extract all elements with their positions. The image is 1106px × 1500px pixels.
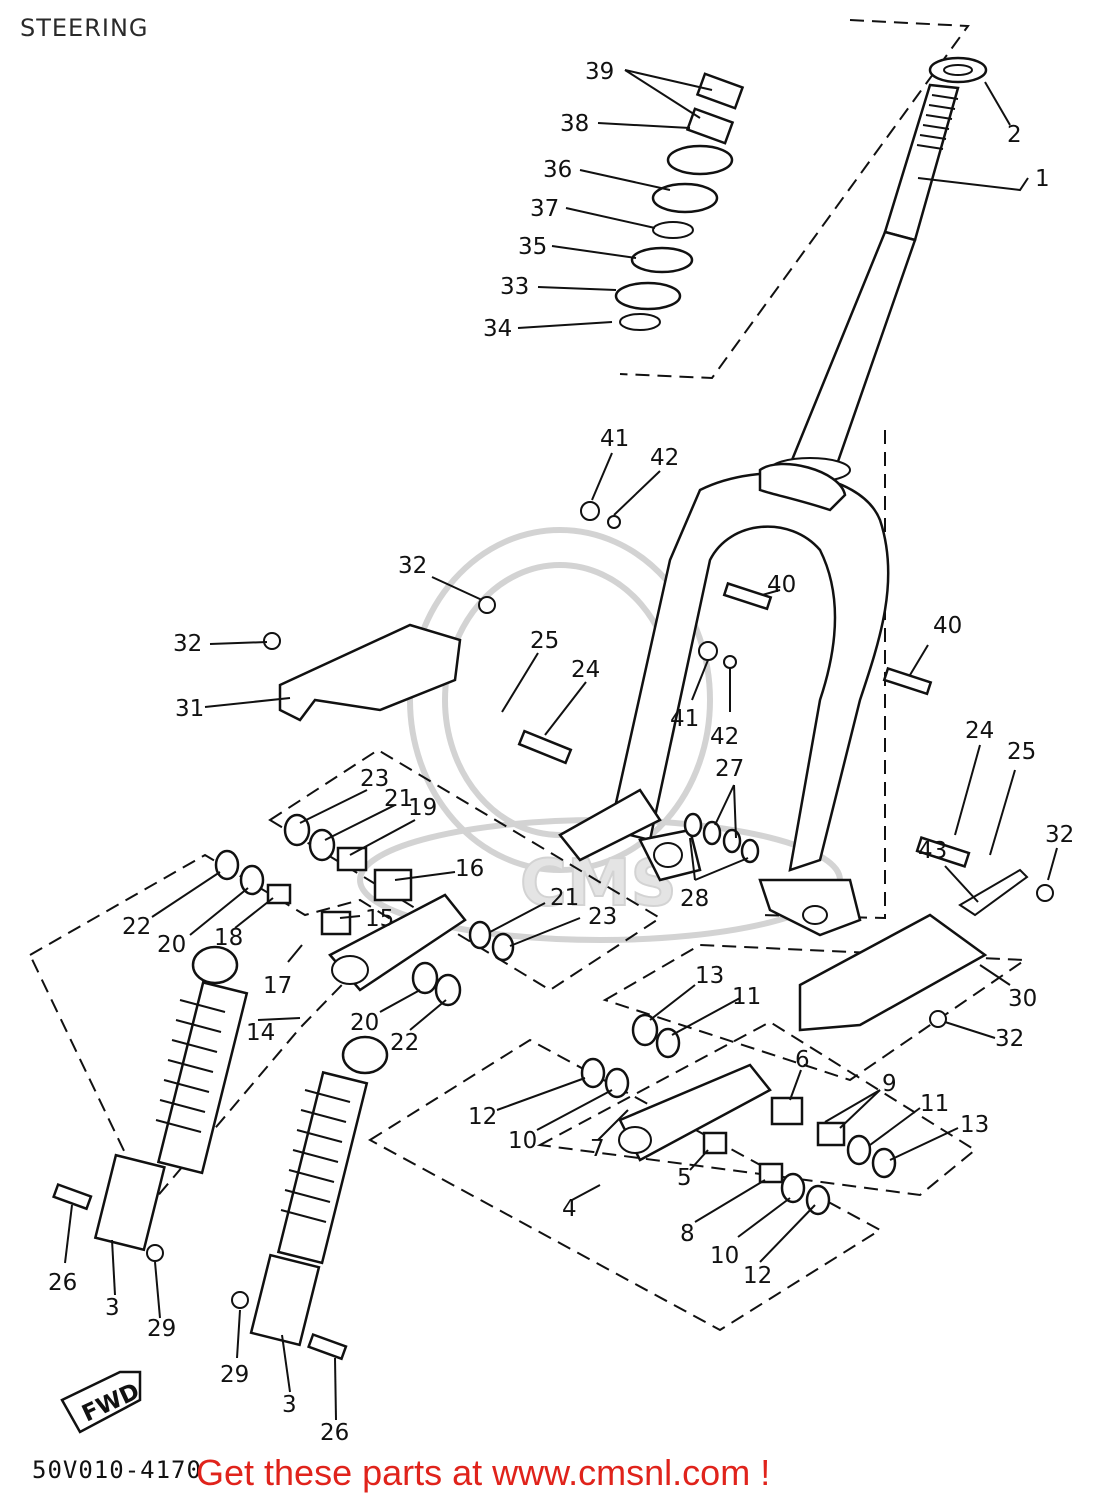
callout-41: 41 — [670, 706, 699, 732]
callout-43: 43 — [918, 838, 947, 864]
callout-20: 20 — [157, 932, 186, 958]
callout-15: 15 — [365, 906, 394, 932]
callout-24: 24 — [571, 657, 600, 683]
callout-8: 8 — [680, 1221, 695, 1247]
callout-2: 2 — [1007, 122, 1022, 148]
rear-shock-left — [93, 945, 249, 1252]
callout-7: 7 — [590, 1136, 605, 1162]
callout-23: 23 — [588, 904, 617, 930]
callout-12: 12 — [743, 1263, 772, 1289]
fwd-arrow-icon: FWD — [60, 1370, 144, 1434]
callout-36: 36 — [543, 157, 572, 183]
callout-33: 33 — [500, 274, 529, 300]
cover-brackets — [278, 623, 988, 1032]
callout-24: 24 — [965, 718, 994, 744]
leader-lines — [64, 69, 1058, 1421]
callout-40: 40 — [767, 572, 796, 598]
callout-42: 42 — [710, 724, 739, 750]
callout-29: 29 — [147, 1316, 176, 1342]
steering-column — [769, 56, 988, 483]
callout-37: 37 — [530, 196, 559, 222]
callout-10: 10 — [710, 1243, 739, 1269]
callout-34: 34 — [483, 316, 512, 342]
bolts-and-nuts — [52, 501, 1054, 1361]
callout-20: 20 — [350, 1010, 379, 1036]
diagram-code: 50V010-4170 — [32, 1456, 202, 1484]
callout-12: 12 — [468, 1104, 497, 1130]
callout-13: 13 — [695, 963, 724, 989]
steering-bearing-stack — [614, 72, 745, 331]
parts-link-banner[interactable]: Get these parts at www.cmsnl.com ! — [196, 1452, 771, 1493]
callout-28: 28 — [680, 886, 709, 912]
front-fork-frame — [608, 462, 890, 937]
callout-32: 32 — [173, 631, 202, 657]
callout-31: 31 — [175, 696, 204, 722]
callout-26: 26 — [320, 1420, 349, 1446]
callout-16: 16 — [455, 856, 484, 882]
callout-21: 21 — [384, 786, 413, 812]
link-arms — [328, 788, 772, 1162]
callout-5: 5 — [677, 1165, 692, 1191]
callout-25: 25 — [530, 628, 559, 654]
callout-9: 9 — [882, 1071, 897, 1097]
callout-39: 39 — [585, 59, 614, 85]
callout-6: 6 — [795, 1047, 810, 1073]
callout-19: 19 — [408, 795, 437, 821]
callout-10: 10 — [508, 1128, 537, 1154]
callout-14: 14 — [246, 1020, 275, 1046]
callout-3: 3 — [105, 1295, 120, 1321]
callout-1: 1 — [1035, 166, 1050, 192]
callout-32: 32 — [398, 553, 427, 579]
callout-40: 40 — [933, 613, 962, 639]
page-title: STEERING — [20, 14, 149, 42]
callout-26: 26 — [48, 1270, 77, 1296]
callout-32: 32 — [995, 1026, 1024, 1052]
callout-23: 23 — [360, 766, 389, 792]
callout-27: 27 — [715, 756, 744, 782]
callout-21: 21 — [550, 885, 579, 911]
callout-4: 4 — [562, 1196, 577, 1222]
callout-11: 11 — [732, 984, 761, 1010]
callout-17: 17 — [263, 973, 292, 999]
callout-labels: 39 38 36 37 35 33 34 2 1 41 42 32 40 40 … — [48, 59, 1074, 1446]
callout-11: 11 — [920, 1091, 949, 1117]
callout-3: 3 — [282, 1392, 297, 1418]
callout-38: 38 — [560, 111, 589, 137]
callout-30: 30 — [1008, 986, 1037, 1012]
callout-32: 32 — [1045, 822, 1074, 848]
callout-18: 18 — [214, 925, 243, 951]
callout-35: 35 — [518, 234, 547, 260]
callout-25: 25 — [1007, 739, 1036, 765]
callout-13: 13 — [960, 1112, 989, 1138]
callout-42: 42 — [650, 445, 679, 471]
callout-29: 29 — [220, 1362, 249, 1388]
rear-shock-right — [249, 1035, 389, 1347]
callout-22: 22 — [390, 1030, 419, 1056]
callout-41: 41 — [600, 426, 629, 452]
callout-22: 22 — [122, 914, 151, 940]
